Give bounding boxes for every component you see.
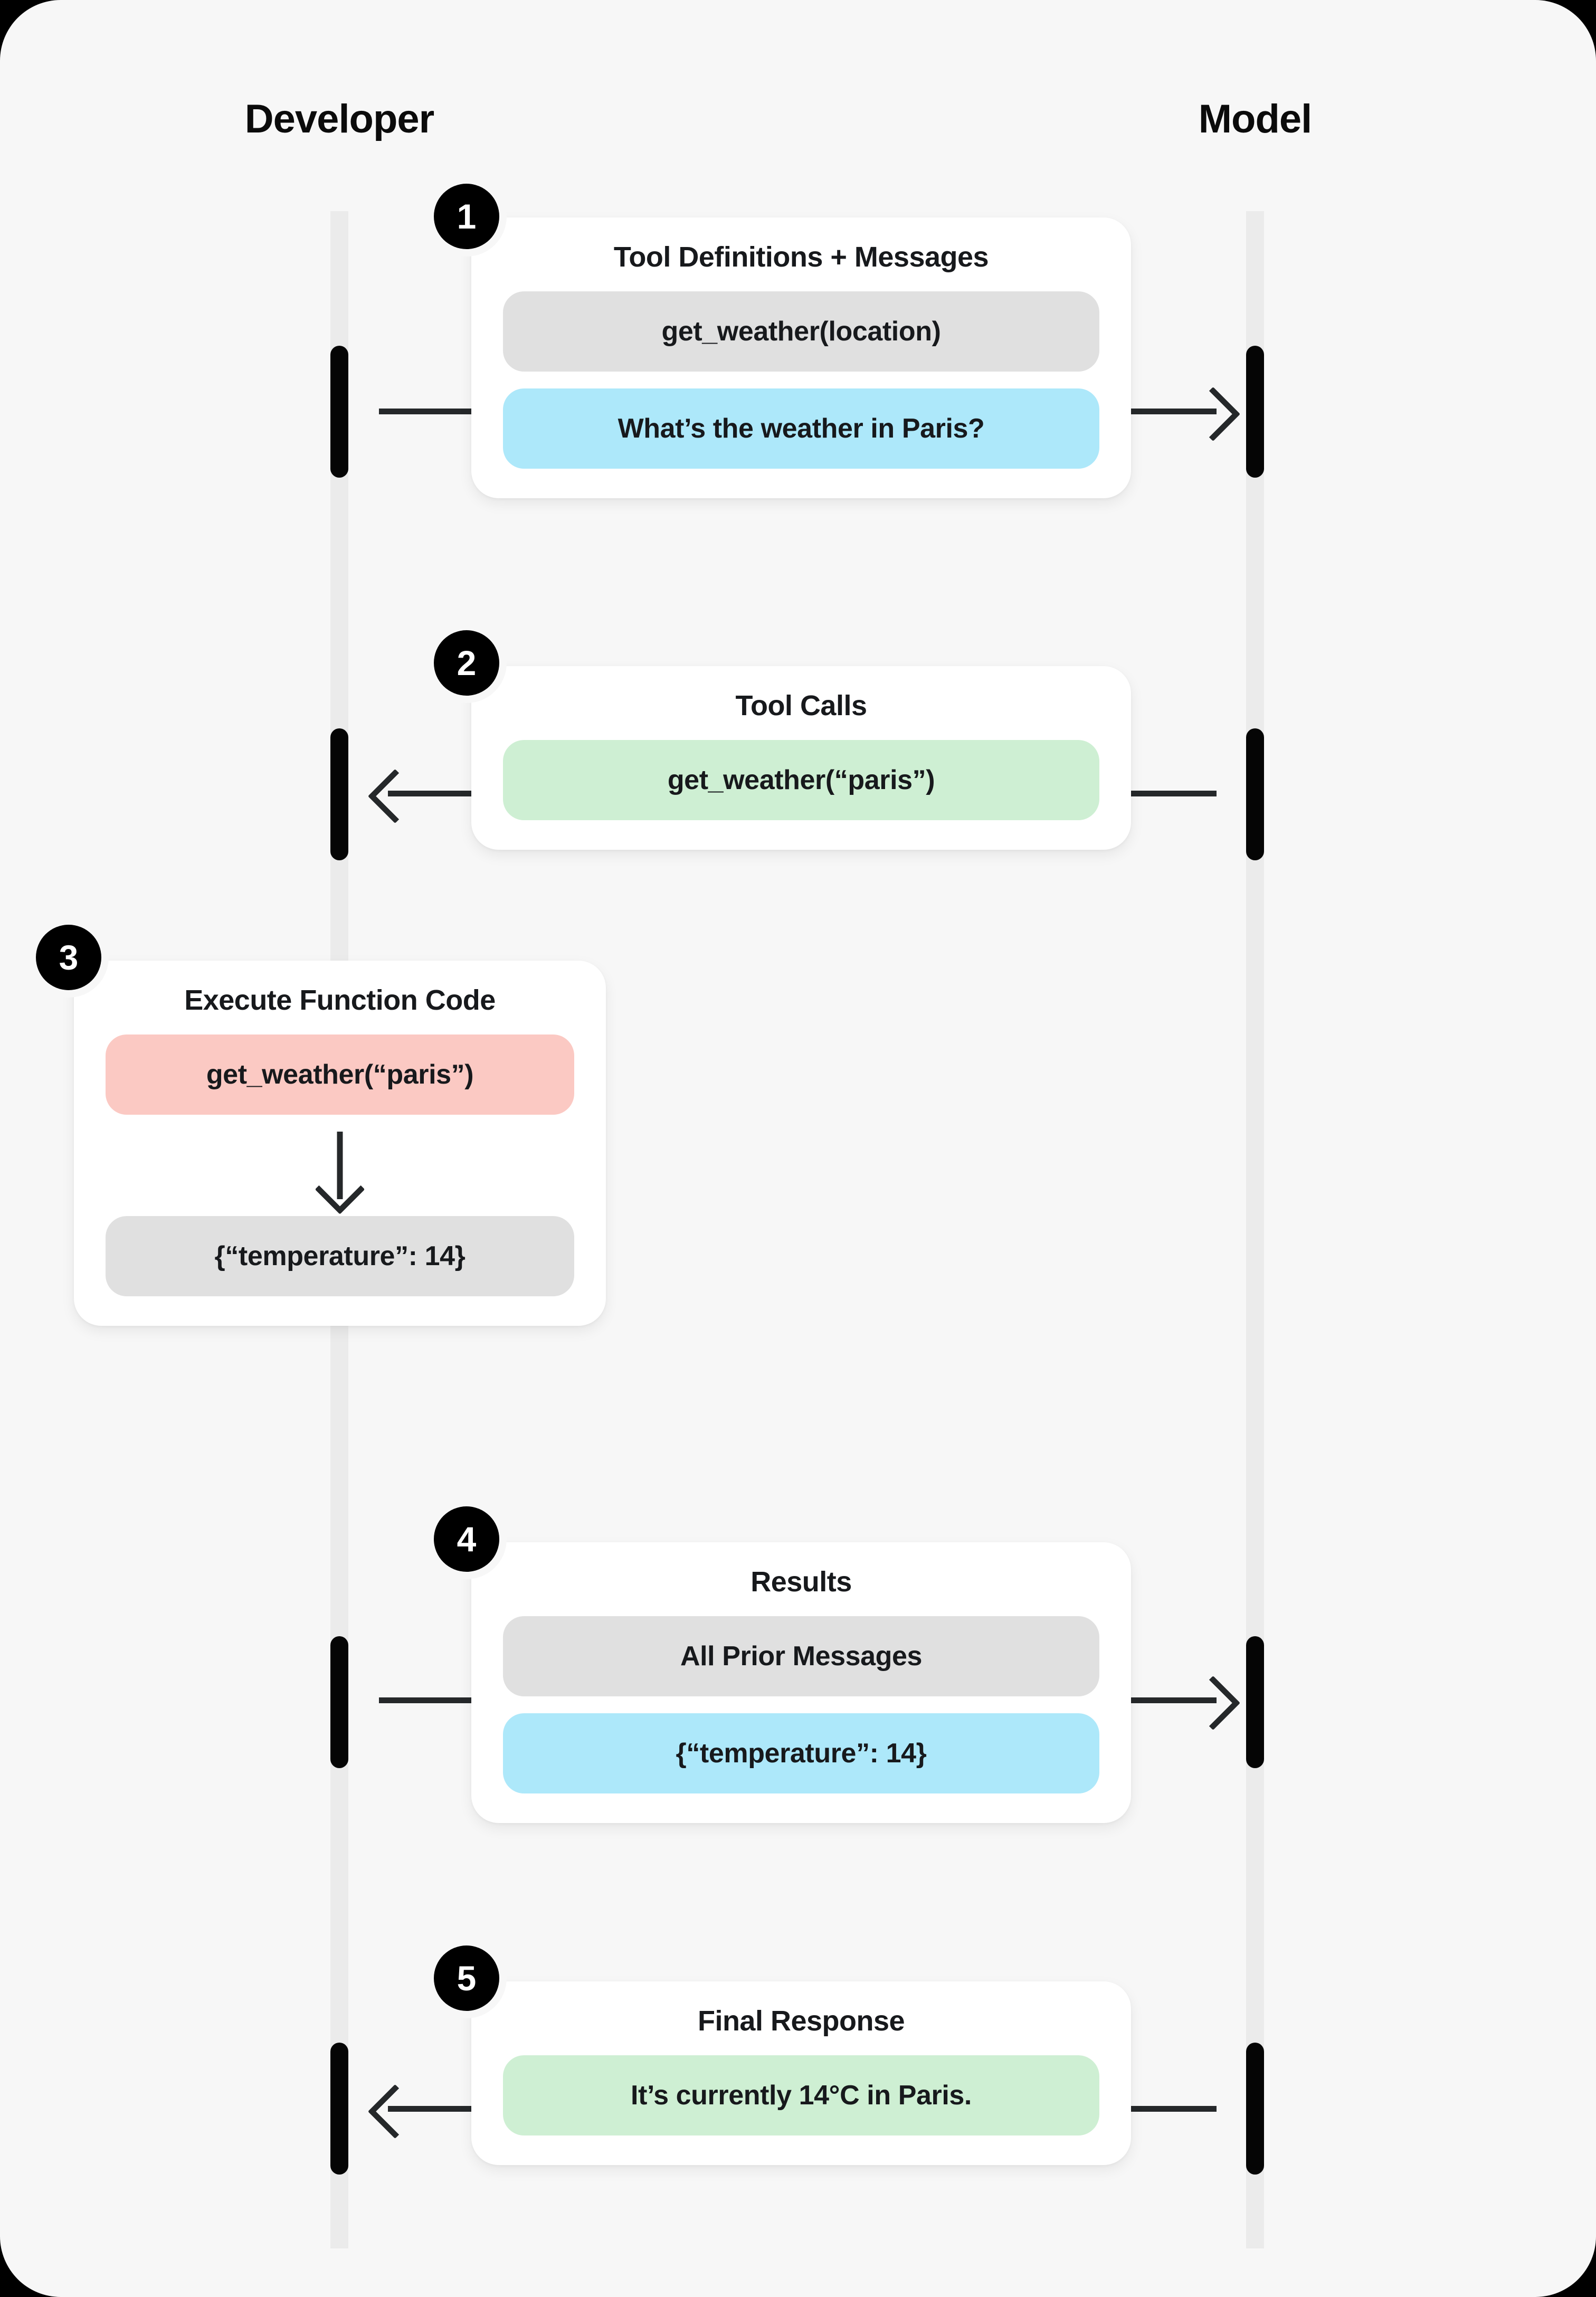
pill-final-answer[interactable]: It’s currently 14°C in Paris. [503, 2055, 1099, 2135]
step-card-2[interactable]: Tool Calls get_weather(“paris”) [471, 666, 1131, 850]
card-title-5: Final Response [697, 2005, 905, 2037]
pill-function-invocation[interactable]: get_weather(“paris”) [106, 1034, 574, 1115]
pill-tool-result-message[interactable]: {“temperature”: 14} [503, 1713, 1099, 1793]
activation-developer-step4 [330, 1636, 348, 1768]
activation-developer-step1 [330, 346, 348, 478]
pill-user-message[interactable]: What’s the weather in Paris? [503, 388, 1099, 469]
step-badge-1[interactable]: 1 [434, 184, 499, 249]
connector-step4-right [1127, 1697, 1217, 1703]
activation-model-step4 [1246, 1636, 1264, 1768]
connector-step5-left [388, 2106, 483, 2112]
connector-step1-right [1127, 409, 1217, 414]
activation-developer-step2 [330, 728, 348, 860]
pill-tool-call[interactable]: get_weather(“paris”) [503, 740, 1099, 820]
lifeline-model [1246, 211, 1264, 2248]
activation-model-step2 [1246, 728, 1264, 860]
connector-step5-right [1127, 2106, 1217, 2112]
activation-model-step1 [1246, 346, 1264, 478]
arrowhead-step1-to-model [1185, 386, 1241, 442]
arrowhead-step4-to-model [1185, 1675, 1241, 1731]
connector-step4-left [379, 1697, 482, 1703]
step-badge-2[interactable]: 2 [434, 630, 499, 696]
connector-step2-right [1127, 791, 1217, 796]
step-card-5[interactable]: Final Response It’s currently 14°C in Pa… [471, 1981, 1131, 2165]
step-badge-3[interactable]: 3 [36, 925, 101, 990]
card-title-2: Tool Calls [735, 690, 867, 722]
pill-all-prior-messages[interactable]: All Prior Messages [503, 1616, 1099, 1696]
step-card-1[interactable]: Tool Definitions + Messages get_weather(… [471, 217, 1131, 498]
activation-model-step5 [1246, 2043, 1264, 2175]
arrowhead-step2-to-developer [367, 768, 423, 824]
step-card-3[interactable]: Execute Function Code get_weather(“paris… [74, 961, 606, 1326]
column-header-model: Model [1198, 97, 1313, 141]
step-card-4[interactable]: Results All Prior Messages {“temperature… [471, 1542, 1131, 1823]
step-badge-5[interactable]: 5 [434, 1945, 499, 2011]
card-title-4: Results [750, 1566, 852, 1598]
card-title-3: Execute Function Code [184, 984, 496, 1016]
down-arrow-icon [106, 1132, 574, 1214]
connector-step1-left [379, 409, 482, 414]
pill-tool-definition[interactable]: get_weather(location) [503, 291, 1099, 372]
connector-step2-left [388, 791, 483, 796]
activation-developer-step5 [330, 2043, 348, 2175]
step-badge-4[interactable]: 4 [434, 1506, 499, 1572]
arrowhead-step5-to-developer [367, 2084, 423, 2139]
card-title-1: Tool Definitions + Messages [613, 241, 989, 273]
column-header-developer: Developer [244, 97, 434, 141]
pill-function-result[interactable]: {“temperature”: 14} [106, 1216, 574, 1296]
